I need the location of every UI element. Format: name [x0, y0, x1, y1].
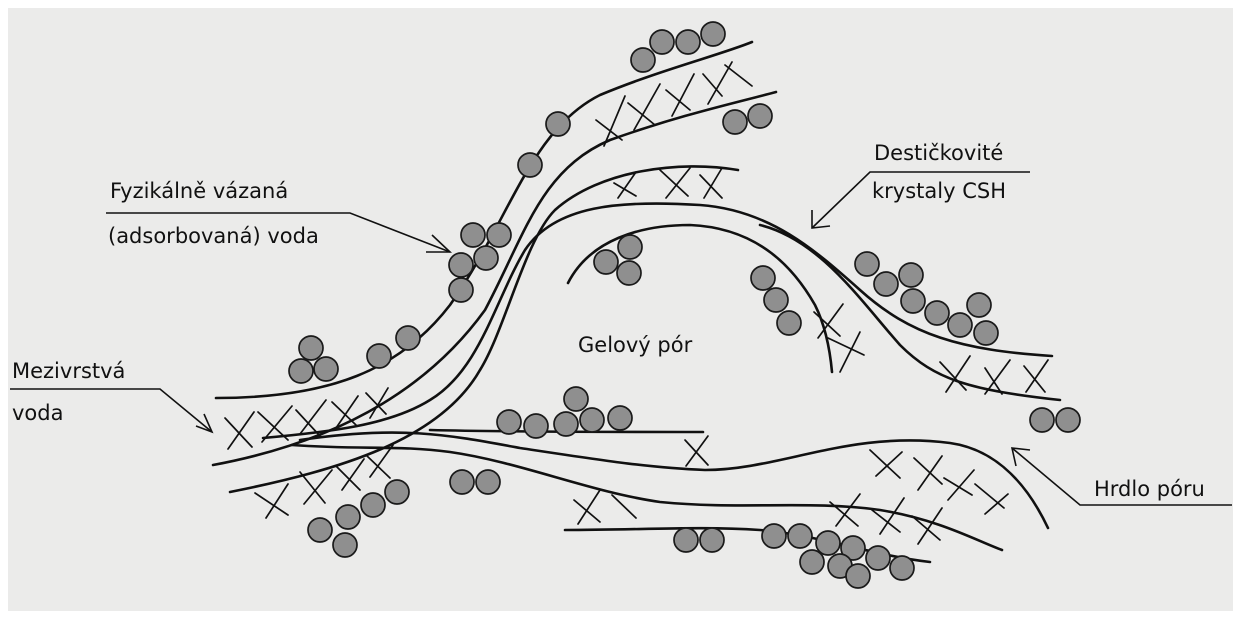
water-molecule	[336, 505, 360, 529]
water-molecule	[723, 110, 747, 134]
water-molecule	[474, 246, 498, 270]
water-molecule	[788, 524, 812, 548]
water-molecule	[554, 412, 578, 436]
csh-crystals-label-line1: Destičkovité	[874, 141, 1003, 165]
water-molecule	[314, 357, 338, 381]
water-molecule	[546, 112, 570, 136]
water-molecule	[461, 223, 485, 247]
water-molecule	[518, 153, 542, 177]
pore-throat-label: Hrdlo póru	[1094, 477, 1205, 501]
water-molecule	[476, 470, 500, 494]
water-molecule	[450, 470, 474, 494]
water-molecule	[890, 556, 914, 580]
water-molecule	[748, 104, 772, 128]
physical-water-label-line1: Fyzikálně vázaná	[110, 179, 288, 203]
water-molecule	[594, 250, 618, 274]
water-molecule	[367, 344, 391, 368]
paper-background	[8, 8, 1233, 611]
water-molecule	[901, 289, 925, 313]
water-molecule	[674, 528, 698, 552]
water-molecule	[948, 313, 972, 337]
water-molecule	[899, 263, 923, 287]
water-molecule	[361, 493, 385, 517]
water-molecule	[967, 293, 991, 317]
water-molecule	[524, 414, 548, 438]
physical-water-label-line2: (adsorbovaná) voda	[108, 224, 319, 248]
water-molecule	[764, 288, 788, 312]
water-molecule	[631, 48, 655, 72]
water-molecule	[308, 518, 332, 542]
water-molecule	[777, 311, 801, 335]
water-molecule	[449, 278, 473, 302]
water-molecule	[580, 408, 604, 432]
water-molecule	[855, 252, 879, 276]
water-molecule	[816, 531, 840, 555]
water-molecule	[396, 326, 420, 350]
water-molecule	[650, 30, 674, 54]
water-molecule	[333, 533, 357, 557]
water-molecule	[925, 301, 949, 325]
water-molecule	[762, 524, 786, 548]
water-molecule	[299, 336, 323, 360]
water-molecule	[385, 480, 409, 504]
water-molecule	[874, 272, 898, 296]
water-molecule	[289, 359, 313, 383]
water-molecule	[487, 223, 511, 247]
water-molecule	[751, 266, 775, 290]
water-molecule	[800, 550, 824, 574]
water-molecule	[617, 261, 641, 285]
interlayer-water-label-line2: voda	[12, 401, 63, 425]
water-molecule	[1056, 408, 1080, 432]
gel-pore-label: Gelový pór	[578, 333, 693, 357]
water-molecule	[497, 410, 521, 434]
water-molecule	[866, 546, 890, 570]
water-molecule	[1030, 408, 1054, 432]
water-molecule	[608, 406, 632, 430]
water-molecule	[700, 528, 724, 552]
water-molecule	[846, 564, 870, 588]
water-molecule	[449, 253, 473, 277]
water-molecule	[974, 321, 998, 345]
water-molecule	[676, 30, 700, 54]
water-molecule	[564, 387, 588, 411]
interlayer-water-label-line1: Mezivrstvá	[12, 359, 125, 383]
csh-crystals-label-line2: krystaly CSH	[872, 179, 1006, 203]
water-molecule	[618, 235, 642, 259]
water-molecule	[701, 22, 725, 46]
